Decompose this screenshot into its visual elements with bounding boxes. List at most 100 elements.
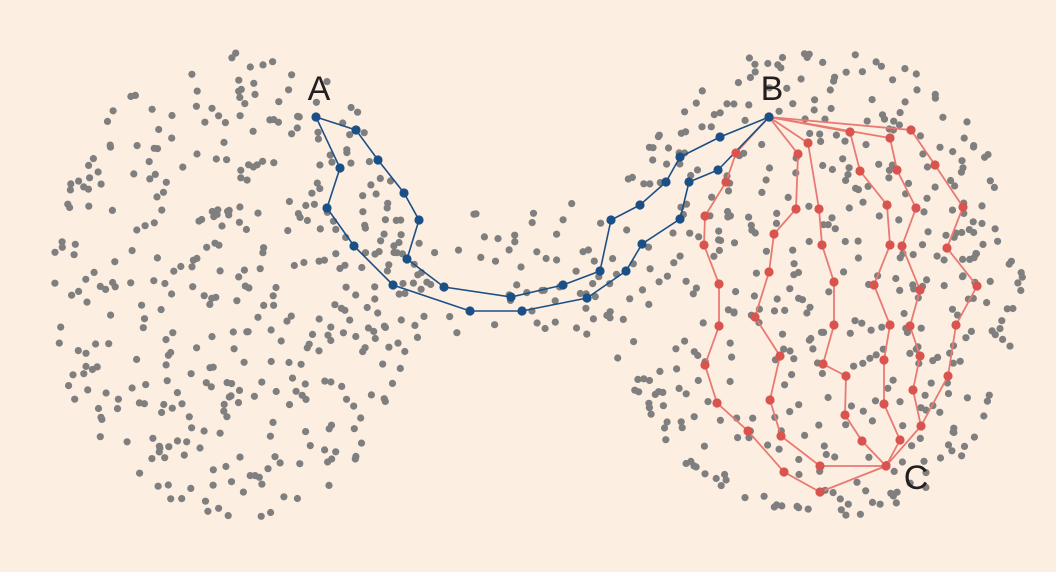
blue-path-node <box>373 155 383 165</box>
scatter-point <box>942 231 950 239</box>
scatter-point <box>338 382 346 390</box>
scatter-point <box>614 354 622 362</box>
scatter-point <box>92 340 100 348</box>
scatter-point <box>892 499 900 507</box>
scatter-point <box>364 324 372 332</box>
scatter-point <box>301 380 309 388</box>
scatter-point <box>892 274 900 283</box>
scatter-point <box>950 428 958 437</box>
scatter-point <box>212 155 220 163</box>
scatter-point <box>542 254 550 263</box>
scatter-point <box>792 169 800 177</box>
scatter-point <box>264 465 272 473</box>
blue-path-node <box>351 125 361 135</box>
scatter-point <box>916 132 925 140</box>
red-path-node <box>895 435 905 445</box>
scatter-point <box>845 164 853 172</box>
scatter-point <box>854 237 862 245</box>
scatter-point <box>193 87 201 95</box>
scatter-point <box>395 238 403 247</box>
blue-path-node <box>322 203 332 213</box>
scatter-point <box>285 86 293 94</box>
blue-path-node <box>399 188 409 198</box>
scatter-point <box>453 329 461 337</box>
scatter-point <box>138 301 146 309</box>
scatter-point <box>656 367 664 375</box>
scatter-point <box>236 112 244 120</box>
scatter-point <box>354 108 362 116</box>
red-path-node <box>769 229 779 239</box>
scatter-point <box>215 112 223 120</box>
scatter-point <box>302 395 310 403</box>
scatter-point <box>996 325 1004 333</box>
scatter-point <box>173 389 181 397</box>
scatter-point <box>940 256 948 264</box>
scatter-point <box>374 309 382 317</box>
scatter-point <box>790 260 798 268</box>
scatter-point <box>858 319 866 327</box>
scatter-point <box>327 336 335 345</box>
scatter-point <box>724 306 733 314</box>
scatter-point <box>623 226 631 234</box>
red-path-node <box>908 385 918 395</box>
scatter-point <box>80 183 88 191</box>
scatter-point <box>824 393 832 402</box>
scatter-point <box>931 94 940 102</box>
scatter-point <box>254 313 262 321</box>
scatter-point <box>884 384 892 392</box>
scatter-point <box>313 179 321 187</box>
scatter-point <box>269 292 277 300</box>
scatter-point <box>948 305 957 313</box>
scatter-point <box>454 246 463 254</box>
scatter-point <box>890 467 898 475</box>
scatter-point <box>272 387 280 396</box>
scatter-point <box>921 391 929 399</box>
red-path-node <box>879 399 889 409</box>
scatter-point <box>347 159 355 167</box>
scatter-point <box>111 258 119 266</box>
blue-path-node <box>582 293 592 303</box>
scatter-point <box>158 206 166 214</box>
red-path-node <box>942 243 952 253</box>
scatter-point <box>332 225 340 233</box>
scatter-point <box>751 60 759 68</box>
scatter-point <box>113 405 122 413</box>
scatter-point <box>342 283 350 291</box>
scatter-point <box>84 386 92 394</box>
scatter-point <box>108 206 116 214</box>
scatter-point <box>258 480 266 488</box>
scatter-point <box>107 311 115 319</box>
scatter-point <box>887 489 895 497</box>
scatter-point <box>851 317 859 325</box>
scatter-point <box>909 251 917 259</box>
scatter-point <box>332 250 340 258</box>
scatter-point <box>106 141 114 149</box>
scatter-point <box>235 87 243 95</box>
red-path-node <box>750 312 760 322</box>
red-path-node <box>855 166 865 176</box>
scatter-point <box>142 381 150 389</box>
scatter-point <box>778 330 787 338</box>
scatter-point <box>917 324 925 332</box>
red-path-node <box>879 355 889 365</box>
scatter-point <box>315 315 323 323</box>
red-path-node <box>915 285 925 295</box>
red-path-node <box>943 371 953 381</box>
scatter-point <box>805 202 813 210</box>
scatter-point <box>180 451 188 459</box>
blue-path-nodes <box>311 112 774 316</box>
scatter-point <box>236 203 244 211</box>
scatter-point <box>70 251 78 259</box>
scatter-point <box>202 379 210 387</box>
scatter-point <box>533 248 541 256</box>
scatter-point <box>251 472 259 480</box>
scatter-point <box>269 58 277 66</box>
scatter-point <box>901 65 909 73</box>
red-path-node <box>803 138 813 148</box>
scatter-point <box>863 117 871 125</box>
scatter-point <box>183 438 191 446</box>
scatter-point <box>724 187 733 195</box>
scatter-point <box>682 277 690 285</box>
scatter-point <box>893 488 901 496</box>
scatter-point <box>320 256 328 264</box>
